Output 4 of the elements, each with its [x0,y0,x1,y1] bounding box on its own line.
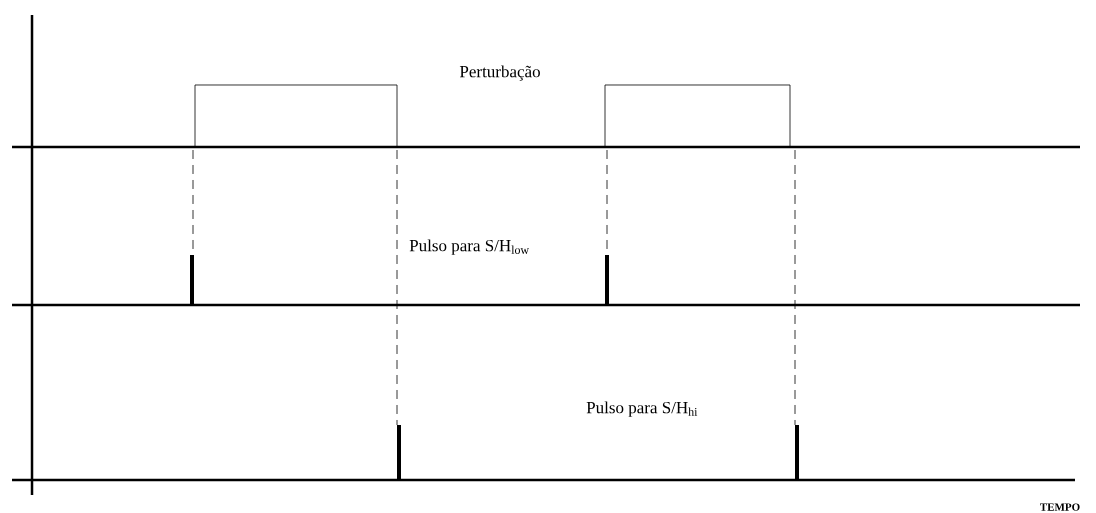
signal-label: Perturbação [459,65,540,81]
signal-label: Pulso para S/H$_{low}$ [409,239,529,255]
signal-label: Pulso para S/H$_{hi}$ [586,401,698,417]
axis-label: TEMPO [1040,503,1080,511]
